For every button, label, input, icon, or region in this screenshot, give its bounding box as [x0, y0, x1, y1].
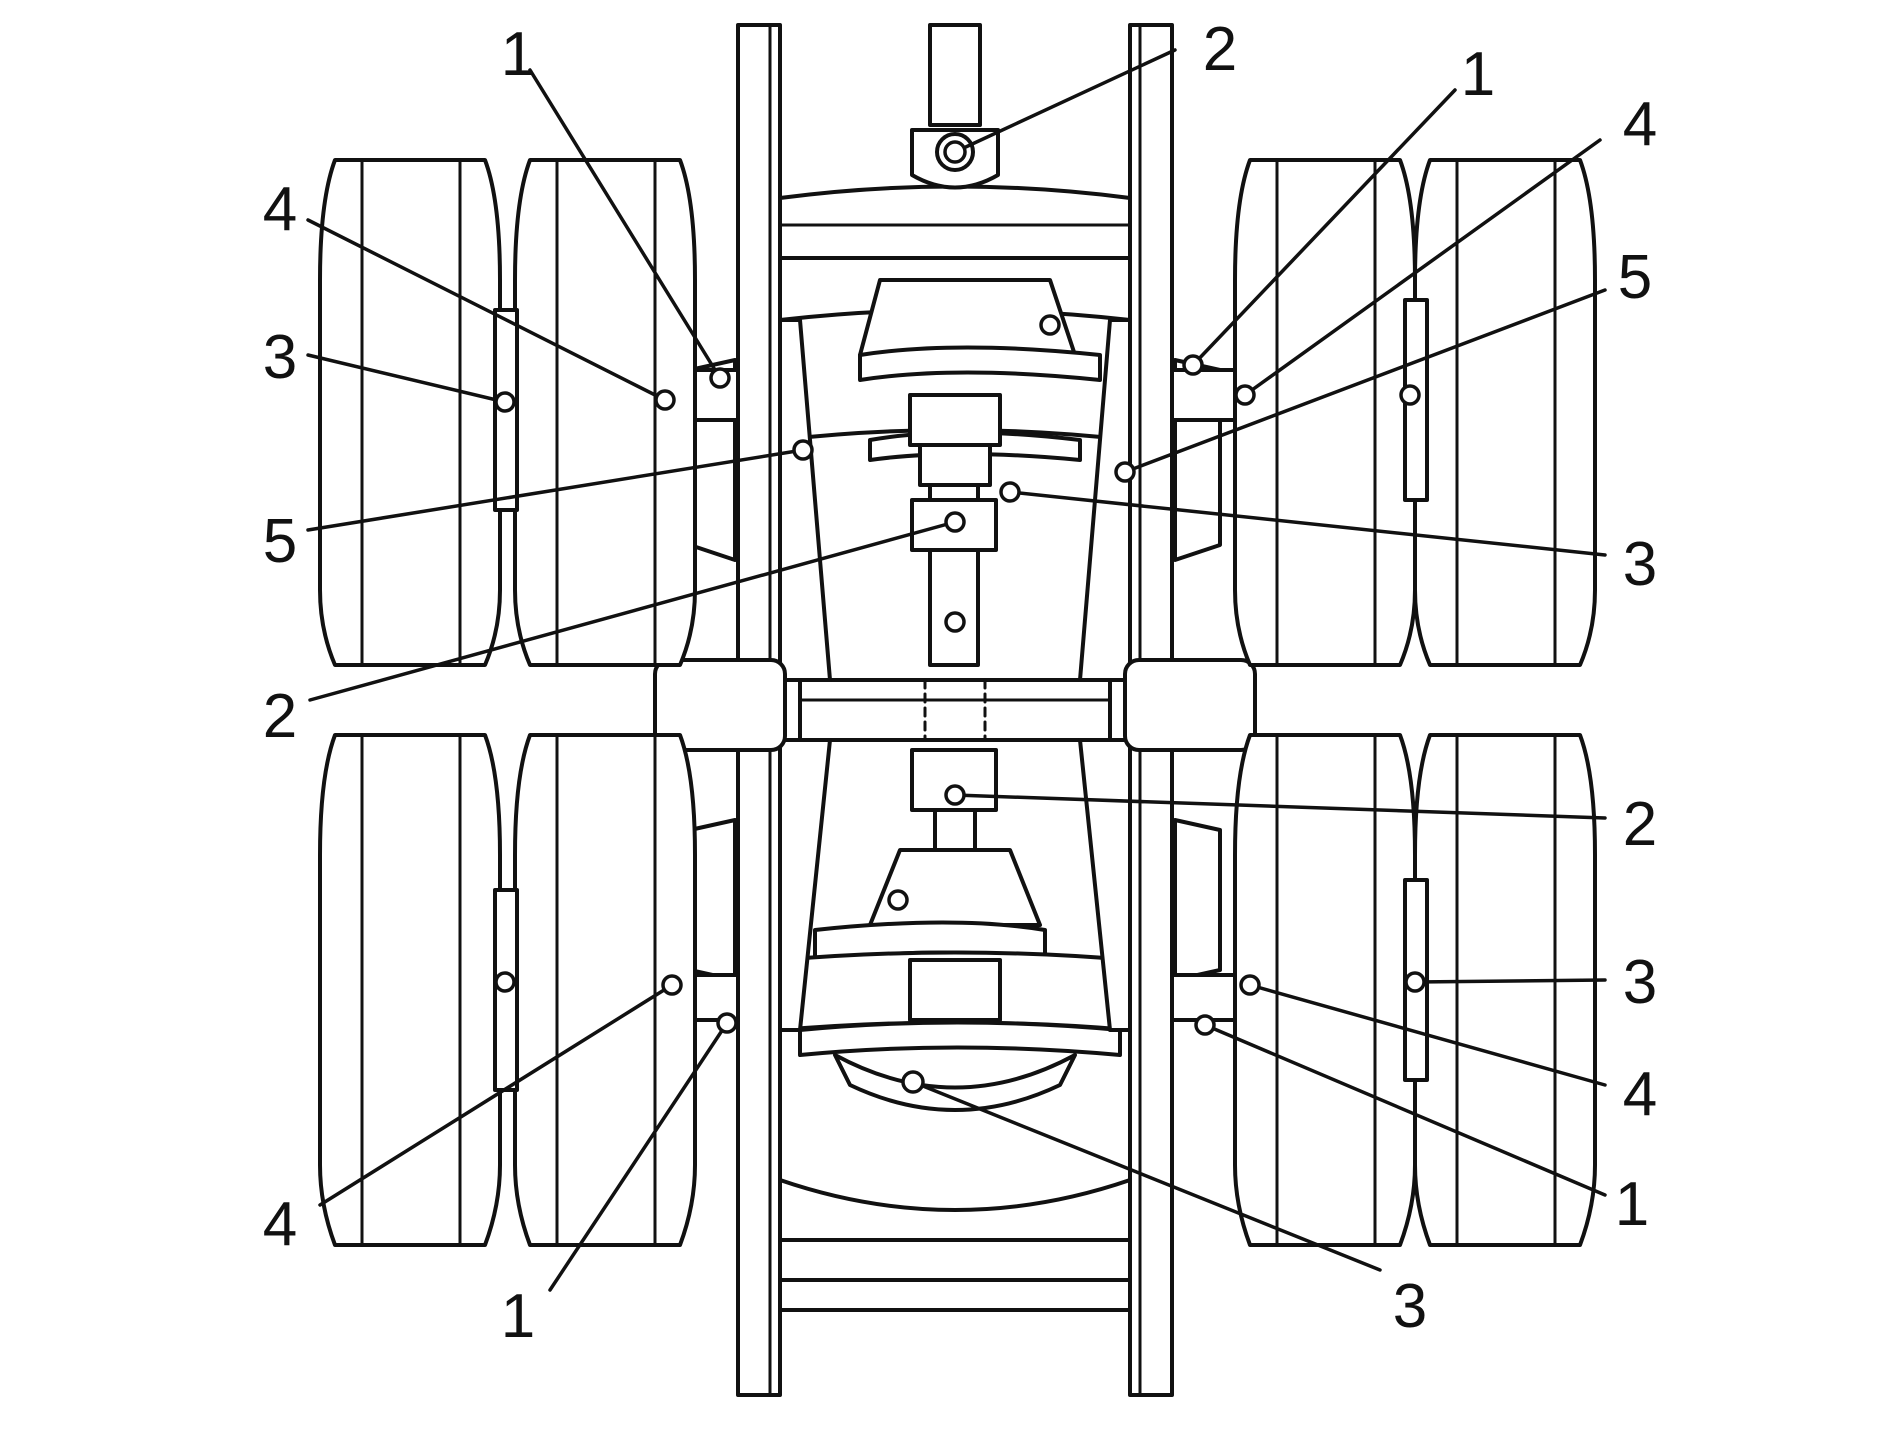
leader-line [548, 1021, 729, 1292]
rear-differential-lower [798, 1020, 1122, 1057]
callout-1: 1 [1615, 1170, 1649, 1239]
tire-right-front-inner [1233, 158, 1417, 667]
callout-1: 1 [501, 20, 535, 89]
left-walking-beam [653, 658, 787, 752]
callout-1: 1 [501, 1282, 535, 1351]
leader-line [318, 983, 674, 1207]
lube-point [901, 1070, 925, 1094]
leader-line [911, 1080, 1382, 1272]
tire-right-rear-outer [1413, 733, 1597, 1247]
callout-4: 4 [1623, 90, 1657, 159]
leader-line [1243, 138, 1602, 397]
leader-lines [306, 48, 1607, 1292]
rear-pinion-flange [908, 958, 1002, 1022]
lube-point [716, 1012, 738, 1034]
lube-point [1404, 971, 1426, 993]
front-driveshaft-tube [928, 23, 982, 127]
leader-line [1123, 288, 1607, 474]
lube-point [1182, 354, 1204, 376]
leader-line [953, 793, 1607, 820]
tire-right-rear-inner [1233, 733, 1417, 1247]
lube-point [943, 140, 967, 164]
leader-line [528, 68, 722, 380]
right-rear-spring-bracket [1173, 818, 1222, 982]
callout-5: 5 [1618, 243, 1652, 312]
tire-left-rear-inner [513, 733, 697, 1247]
forward-axle-tube-taper-left [778, 318, 832, 682]
callout-3: 3 [263, 323, 297, 392]
callout-3: 3 [1623, 948, 1657, 1017]
callout-4: 4 [1623, 1060, 1657, 1129]
leader-line [306, 353, 507, 404]
leader-line [306, 448, 805, 532]
lube-point [1239, 974, 1261, 996]
tire-left-front-outer [318, 158, 502, 667]
suspension [653, 358, 1257, 1022]
callout-4: 4 [263, 175, 297, 244]
callout-4: 4 [263, 1190, 297, 1259]
rear-axle-tube-taper-left [778, 738, 832, 1032]
leader-line [1008, 490, 1607, 557]
leader-line [308, 520, 957, 702]
forward-differential-cover [858, 345, 1102, 382]
lube-point [887, 889, 909, 911]
lube-point [1114, 461, 1136, 483]
callout-3: 3 [1393, 1272, 1427, 1341]
callout-labels: 1 2 1 4 4 3 5 5 3 2 2 3 4 1 4 1 3 [263, 15, 1657, 1351]
forward-axle-tube-taper-right [1078, 318, 1132, 682]
lube-point [792, 439, 814, 461]
mid-crossmember [798, 678, 1112, 742]
rearward-rear-axle [778, 738, 1132, 1242]
forward-pinion-flange [908, 393, 1002, 447]
rear-frame-tail [778, 1178, 1132, 1242]
lube-points [494, 140, 1426, 1094]
forward-rear-axle [778, 278, 1132, 682]
leader-line [1413, 978, 1607, 984]
lube-point [709, 367, 731, 389]
leader-line [1203, 1023, 1607, 1197]
rear-crossmember-lower [778, 1278, 1132, 1312]
callout-5: 5 [263, 507, 297, 576]
callout-3: 3 [1623, 530, 1657, 599]
callout-2: 2 [1203, 15, 1237, 84]
right-walking-beam [1123, 658, 1257, 752]
tire-right-front-outer [1413, 158, 1597, 667]
lube-point [654, 389, 676, 411]
tire-left-rear-outer [318, 733, 502, 1247]
lube-point [944, 784, 966, 806]
leader-line [306, 218, 667, 402]
callout-2: 2 [1623, 790, 1657, 859]
leader-line [1191, 88, 1457, 367]
lube-point [494, 971, 516, 993]
lube-point [999, 481, 1021, 503]
lube-point [494, 391, 516, 413]
lube-point [1039, 314, 1061, 336]
lube-point [661, 974, 683, 996]
callout-2: 2 [263, 682, 297, 751]
lube-point [944, 611, 966, 633]
tire-left-front-inner [513, 158, 697, 667]
rear-differential-carrier [868, 848, 1042, 927]
crossmembers [778, 184, 1132, 1312]
lube-point [1194, 1014, 1216, 1036]
rear-differential-bowl [833, 1053, 1077, 1112]
rear-axle-tube-taper-right [1078, 738, 1132, 1032]
leader-line [953, 48, 1177, 154]
lube-point [1234, 384, 1256, 406]
leader-line [1248, 983, 1607, 1087]
callout-1: 1 [1461, 40, 1495, 109]
forward-pinion-bearing [918, 443, 992, 487]
lube-point [944, 511, 966, 533]
rear-crossmember [778, 1238, 1132, 1282]
lube-point [1399, 384, 1421, 406]
upper-crossmember [778, 184, 1132, 260]
